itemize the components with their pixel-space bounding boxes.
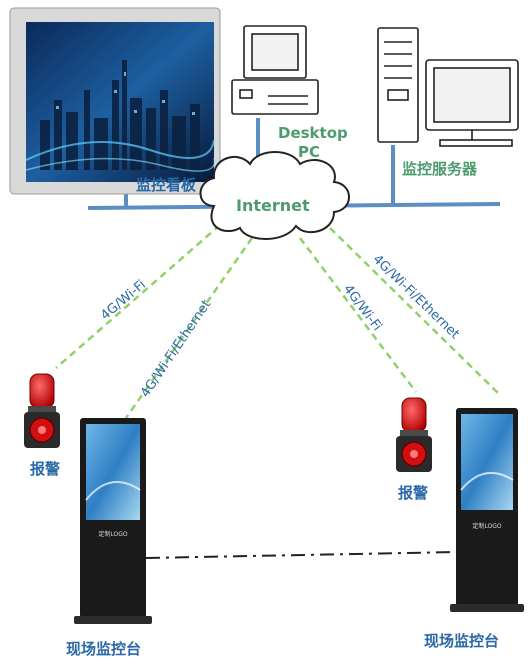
monitoring-server <box>377 27 519 147</box>
server-label: 监控服务器 <box>402 160 478 178</box>
kiosk-left-logo: 定制LOGO <box>98 530 128 538</box>
desktop-label-line2: PC <box>298 143 321 161</box>
kiosk-left-base <box>74 616 152 624</box>
kiosk-link-line <box>145 551 459 559</box>
kiosk-left-label: 现场监控台 <box>66 640 142 658</box>
alarm-left-lamp <box>29 373 55 409</box>
city-lights-graphic <box>56 72 195 115</box>
kiosk-right-screen <box>461 414 513 510</box>
alarm-right <box>396 397 432 472</box>
internet-label: Internet <box>236 196 310 215</box>
alarm-right-label: 报警 <box>398 484 429 502</box>
dashboard-label: 监控看板 <box>136 176 197 194</box>
internet-cloud <box>199 151 350 240</box>
kiosk-right-base <box>450 604 524 612</box>
glow-waves-graphic <box>25 139 215 161</box>
kiosk-left-screen <box>86 424 140 520</box>
dashboard-monitor <box>9 7 221 195</box>
alarm-left <box>24 373 60 448</box>
wireless-links <box>55 224 501 419</box>
desktop-case <box>231 79 319 115</box>
link-alarm-right <box>299 237 417 393</box>
alarm-right-lamp <box>401 397 427 433</box>
kiosk-left: 定制LOGO <box>74 418 152 624</box>
alarm-left-label: 报警 <box>30 460 61 478</box>
kiosk-right: 定制LOGO <box>450 408 524 612</box>
city-skyline-graphic <box>40 60 200 170</box>
desktop-pc <box>231 25 319 115</box>
link-kiosk-left <box>124 237 254 419</box>
link-kiosk-right <box>329 227 501 396</box>
kiosk-right-label: 现场监控台 <box>424 632 500 650</box>
link-alarm-left <box>55 224 221 369</box>
desktop-label-line1: Desktop <box>278 124 348 142</box>
kiosk-right-logo: 定制LOGO <box>472 522 502 530</box>
server-tower <box>377 27 419 143</box>
